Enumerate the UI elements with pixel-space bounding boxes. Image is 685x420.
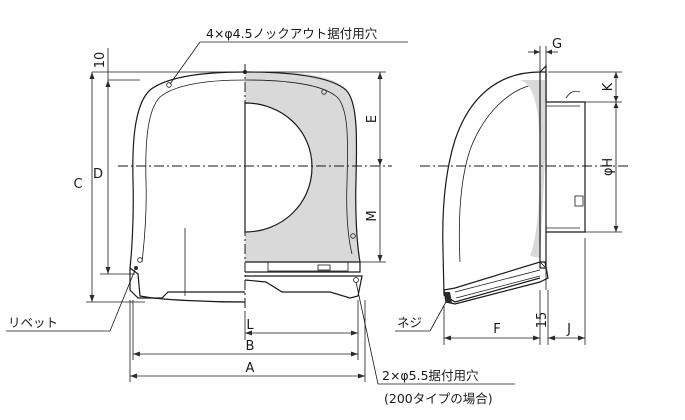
dim-B-label: B bbox=[246, 339, 255, 354]
knockout-holes-callout: 4×φ4.5ノックアウト据付用穴 bbox=[206, 26, 378, 41]
front-callouts: 4×φ4.5ノックアウト据付用穴 リベット 2×φ5.5据付用穴 (200タイプ… bbox=[6, 26, 515, 406]
dim-M-label: M bbox=[365, 210, 380, 221]
side-dimensions: G K φH F 15 J bbox=[443, 37, 622, 345]
dim-L-label: L bbox=[246, 318, 254, 333]
side-view-flange-shade bbox=[520, 80, 545, 258]
side-view-hood-inner bbox=[458, 84, 533, 263]
side-view bbox=[442, 64, 586, 305]
mount-hole-mark bbox=[353, 277, 359, 283]
side-view-base-dark bbox=[444, 292, 452, 303]
front-view-base-plate bbox=[129, 268, 245, 299]
side-view-duct-tab bbox=[574, 195, 584, 207]
side-view-duct bbox=[546, 101, 586, 233]
side-callouts: ネジ bbox=[395, 299, 448, 332]
front-view-foot-right bbox=[244, 275, 363, 299]
front-dimensions: C D 10 E M L B bbox=[73, 48, 386, 382]
dim-15-label: 15 bbox=[535, 312, 550, 329]
front-view-inner-rim-right bbox=[244, 79, 353, 255]
dim-phiH-label: φH bbox=[601, 158, 616, 176]
knockout-hole-4 bbox=[350, 233, 356, 239]
dim-E-label: E bbox=[365, 115, 380, 123]
dim-10-label: 10 bbox=[93, 52, 108, 69]
dim-K-label: K bbox=[601, 82, 616, 91]
front-view-duct-opening bbox=[244, 102, 313, 233]
front-view-hood-outline-right bbox=[244, 71, 361, 263]
front-view-inner-rim bbox=[141, 79, 246, 263]
dim-J-label: J bbox=[566, 322, 571, 337]
dim-G-label: G bbox=[552, 37, 562, 52]
dim-D-label: D bbox=[93, 167, 103, 182]
knockout-hole-2 bbox=[321, 89, 327, 95]
front-view-hood-outline bbox=[129, 71, 246, 303]
dim-A-label: A bbox=[246, 361, 255, 376]
rivet-mark bbox=[134, 266, 138, 270]
rivet-callout: リベット bbox=[8, 315, 58, 330]
mount-holes-callout: 2×φ5.5据付用穴 bbox=[382, 368, 479, 383]
front-view-bracket bbox=[267, 261, 349, 272]
knockout-hole-1 bbox=[166, 82, 172, 88]
dim-F-label: F bbox=[493, 322, 500, 337]
side-view-base bbox=[443, 261, 549, 305]
side-view-hood-outline bbox=[442, 71, 541, 303]
front-view-tab bbox=[317, 264, 331, 271]
front-view bbox=[129, 70, 363, 303]
dim-C-label: C bbox=[73, 177, 82, 192]
front-view-base-right bbox=[245, 261, 361, 273]
mount-holes-note: (200タイプの場合) bbox=[384, 391, 493, 406]
knockout-hole-3 bbox=[137, 257, 143, 263]
nut-callout: ネジ bbox=[397, 315, 422, 330]
side-view-mount-plate bbox=[539, 71, 547, 269]
